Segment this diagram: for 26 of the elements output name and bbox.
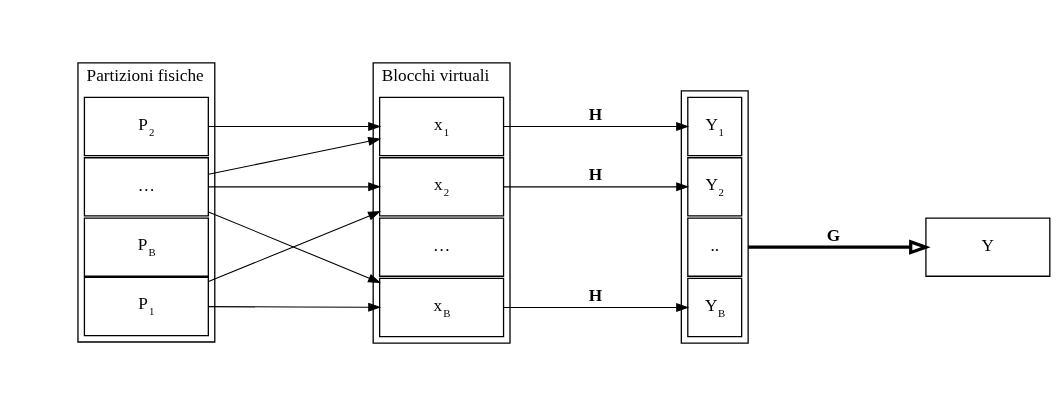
edge-label: H <box>588 285 603 305</box>
node-box: … <box>83 157 209 217</box>
arrow <box>208 136 382 175</box>
node-box: Y$_{1}$ <box>687 96 743 157</box>
arrow <box>503 302 690 313</box>
node-box: x$_{1}$ <box>379 96 505 157</box>
arrow <box>208 302 382 312</box>
arrow <box>208 182 382 192</box>
node-box: .. <box>687 217 743 277</box>
node-box: Y$_{2}$ <box>687 157 743 217</box>
node-box: Y <box>925 217 1051 277</box>
arrow <box>208 121 382 132</box>
node-box: P$_{B}$ <box>83 217 209 277</box>
node-box: x$_{2}$ <box>379 157 505 217</box>
node-box: … <box>379 217 505 277</box>
node-box: P$_{2}$ <box>83 96 209 157</box>
arrow <box>503 121 690 132</box>
node-box: P$_{1}$ <box>83 276 209 337</box>
cluster <box>680 90 749 344</box>
edge-label: G <box>826 225 841 245</box>
node-box: Y$_{B}$ <box>687 277 743 338</box>
arrow <box>748 239 931 255</box>
edge-label: H <box>588 104 603 124</box>
arrow <box>503 182 690 192</box>
edge-label: H <box>588 165 603 185</box>
node-box: x$_{B}$ <box>379 277 505 338</box>
